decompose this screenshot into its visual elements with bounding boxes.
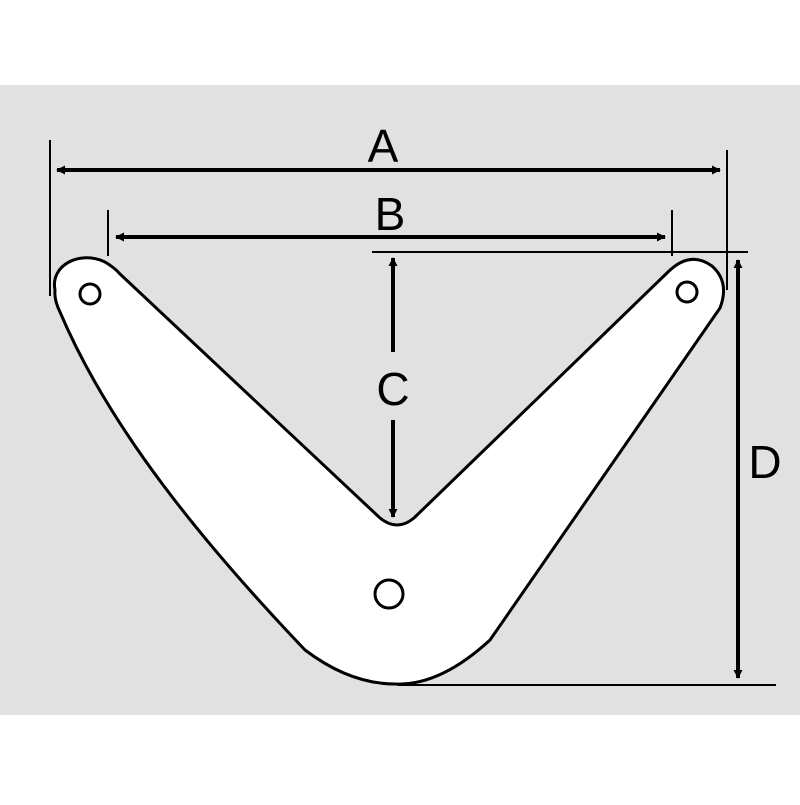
dimension-label-a: A	[368, 120, 399, 172]
mounting-hole-right	[675, 280, 699, 304]
mounting-hole-bottom	[373, 578, 405, 610]
dimension-label-b: B	[375, 188, 406, 240]
dimension-label-c: C	[376, 363, 409, 415]
mounting-hole-left	[78, 282, 102, 306]
dimension-label-d: D	[748, 436, 781, 488]
